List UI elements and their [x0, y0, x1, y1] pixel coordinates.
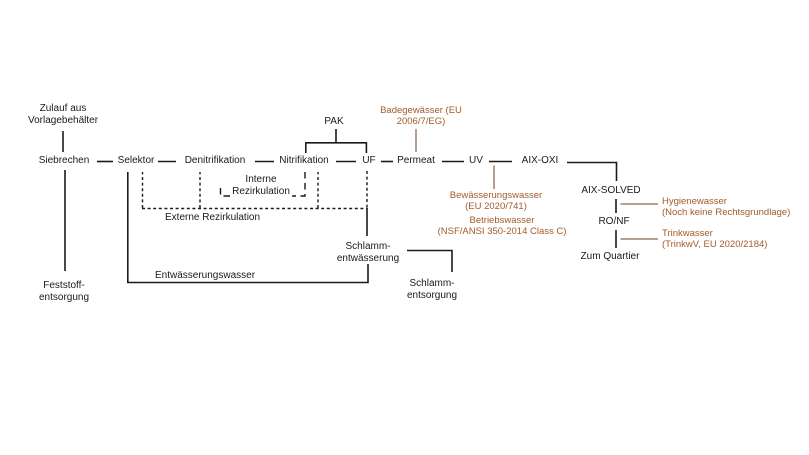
- line-pak-branch: [305, 129, 367, 144]
- node-zulauf: Zulauf aus Vorlagebehälter: [27, 103, 99, 126]
- node-zum-quartier: Zum Quartier: [580, 251, 640, 262]
- node-aix-solved: AIX-SOLVED: [581, 185, 641, 196]
- label-entwaesserungswasser: Entwässerungswasser: [155, 270, 256, 281]
- node-ro-nf: RO/NF: [598, 216, 630, 227]
- label-externe-rezirkulation: Externe Rezirkulation: [165, 212, 261, 223]
- node-denitrifikation: Denitrifikation: [184, 155, 246, 166]
- arrow-aixoxi-aixsolved: [567, 161, 618, 181]
- node-schlammentwaesserung: Schlamm- entwässerung: [336, 241, 400, 264]
- node-uv: UV: [469, 155, 483, 166]
- annotation-betriebswasser: Betriebswasser (NSF/ANSI 350-2014 Class …: [437, 215, 567, 237]
- node-pak: PAK: [324, 116, 344, 127]
- annotation-hygienewasser: Hygienewasser (Noch keine Rechtsgrundlag…: [662, 196, 791, 218]
- node-siebrechen: Siebrechen: [38, 155, 90, 166]
- arrow-schlammentwaesserung-schlammentsorgung: [407, 249, 453, 272]
- annotation-trinkwasser: Trinkwasser (TrinkwV, EU 2020/2184): [662, 228, 768, 250]
- annotation-bewaesserungswasser: Bewässerungswasser (EU 2020/741): [449, 190, 543, 212]
- node-uf: UF: [362, 155, 376, 166]
- arrow-entwaesserungswasser-selektor: [127, 172, 369, 284]
- annotation-badegewaesser: Badegewässer (EU 2006/7/EG): [380, 105, 462, 127]
- node-nitrifikation: Nitrifikation: [279, 155, 329, 166]
- node-feststoffentsorgung: Feststoff- entsorgung: [38, 280, 90, 303]
- node-selektor: Selektor: [117, 155, 155, 166]
- node-permeat: Permeat: [397, 155, 435, 166]
- label-interne-rezirkulation: Interne Rezirkulation: [230, 174, 292, 197]
- node-schlammentsorgung: Schlamm- entsorgung: [406, 278, 458, 301]
- node-aix-oxi: AIX-OXI: [521, 155, 559, 166]
